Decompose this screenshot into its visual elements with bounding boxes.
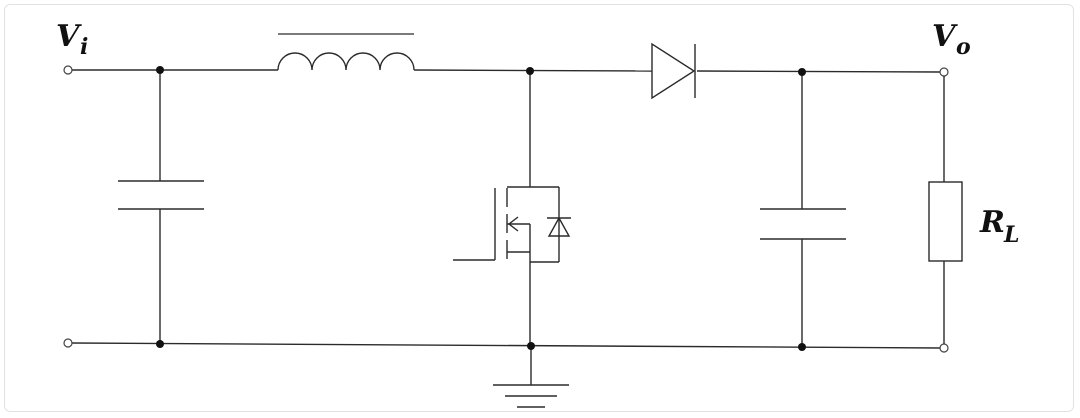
junction-node (798, 343, 806, 351)
junction-node (526, 67, 534, 75)
output-terminal-negative (939, 343, 949, 353)
ground-symbol (493, 346, 569, 408)
inductor (277, 33, 415, 71)
input-terminal-positive (63, 65, 73, 75)
load-resistor (928, 76, 963, 344)
junction-node (527, 342, 535, 350)
load-resistor-label: RL (979, 205, 1019, 248)
junction-node (156, 340, 164, 348)
mosfet-switch (453, 71, 571, 345)
output-capacitor (760, 72, 846, 347)
output-terminal-positive (939, 67, 949, 77)
top-rail (72, 69, 941, 73)
bottom-rail (71, 342, 941, 349)
input-voltage-label: Vi (56, 19, 88, 60)
input-capacitor (118, 70, 204, 344)
junction-node (798, 68, 806, 76)
output-voltage-label: Vo (932, 19, 971, 60)
output-diode (651, 42, 696, 100)
input-terminal-negative (63, 338, 73, 348)
junction-node (156, 66, 164, 74)
